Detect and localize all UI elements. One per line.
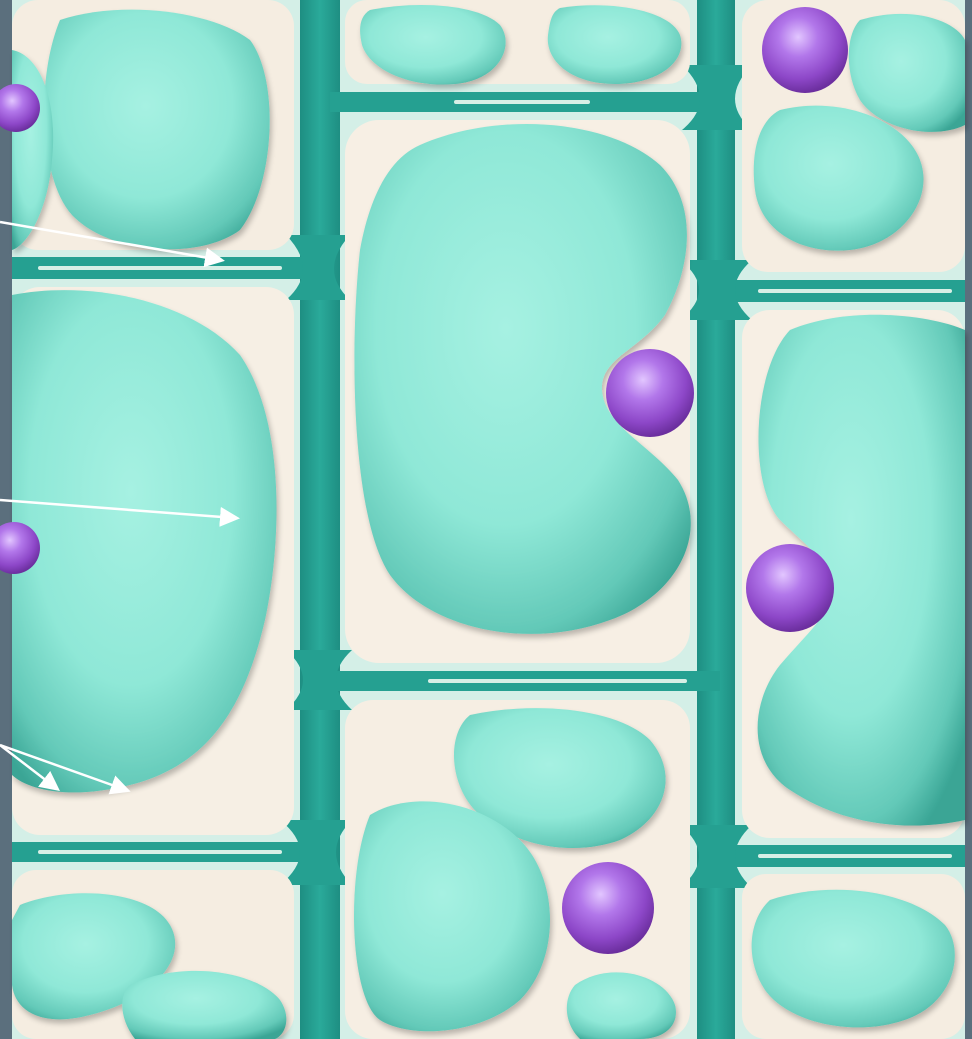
nucleus-icon bbox=[562, 862, 654, 954]
nucleus-icon bbox=[606, 349, 694, 437]
vacuole bbox=[44, 10, 270, 250]
nucleus-icon bbox=[762, 7, 848, 93]
nucleus-icon bbox=[746, 544, 834, 632]
